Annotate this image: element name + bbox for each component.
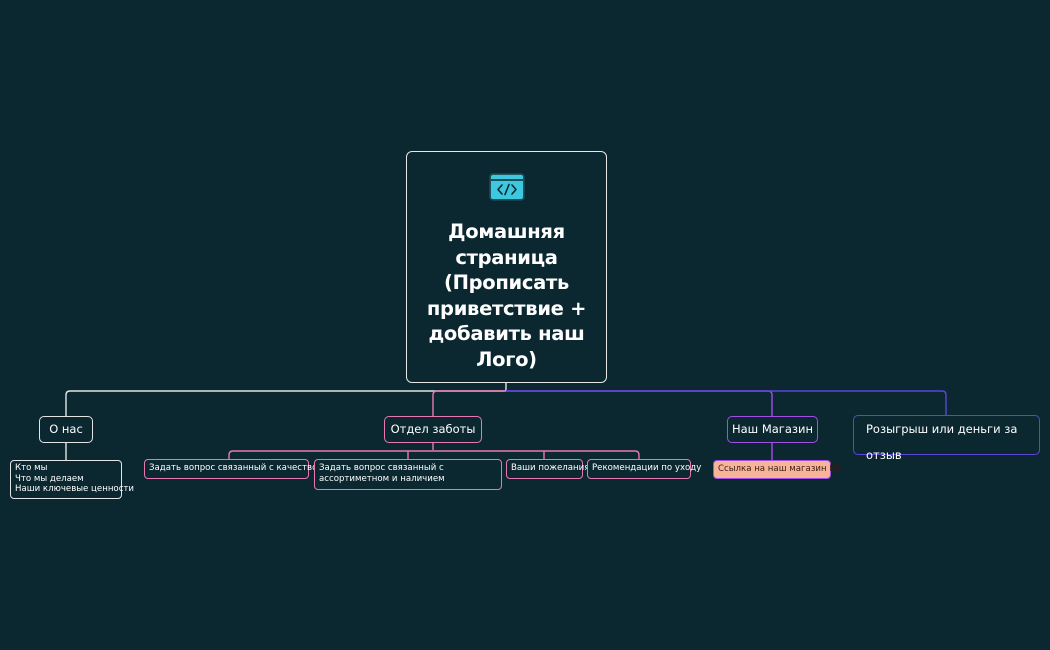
node-assortment-question[interactable]: Задать вопрос связанный с ассортиметном …: [314, 459, 502, 490]
connector-root-care: [432, 390, 506, 416]
node-about-details[interactable]: Кто мы Что мы делаем Наши ключевые ценно…: [10, 460, 135, 499]
about-line-who: Кто мы: [15, 463, 48, 473]
root-node[interactable]: Домашняя страница (Прописать приветствие…: [406, 151, 607, 383]
wishes-label: Ваши пожелания: [511, 463, 590, 473]
node-our-shop[interactable]: Наш Магазин: [727, 416, 818, 443]
node-giveaway[interactable]: Розыгрыш или деньги за отзыв: [853, 415, 1040, 462]
quality-question-label: Задать вопрос связанный с качеством: [149, 463, 324, 473]
node-shop-label: Наш Магазин: [731, 422, 814, 436]
connector-root-about: [65, 383, 507, 416]
node-about-label: О нас: [49, 422, 83, 436]
recommendations-label: Рекомендации по уходу: [592, 463, 702, 473]
connector-root-giveaway: [506, 390, 947, 415]
assortment-question-label: Задать вопрос связанный с ассортиметном …: [319, 463, 445, 484]
root-title: Домашняя страница (Прописать приветствие…: [426, 220, 587, 371]
node-care-label: Отдел заботы: [390, 422, 476, 436]
node-care-department[interactable]: Отдел заботы: [384, 416, 482, 443]
node-about[interactable]: О нас: [39, 416, 93, 443]
code-window-icon: [489, 173, 525, 201]
about-line-what: Что мы делаем: [15, 473, 84, 484]
node-care-recommendations[interactable]: Рекомендации по уходу: [587, 459, 701, 479]
node-shop-link[interactable]: Ссылка на наш магазин ВБ: [713, 460, 841, 479]
connector-care-children: [228, 443, 640, 459]
about-line-values: Наши ключевые ценности: [15, 484, 135, 494]
node-giveaway-label: Розыгрыш или деньги за отзыв: [866, 422, 1018, 462]
node-wishes[interactable]: Ваши пожелания: [506, 459, 589, 479]
shop-link-label: Ссылка на наш магазин ВБ: [718, 464, 842, 474]
node-quality-question[interactable]: Задать вопрос связанный с качеством: [144, 459, 324, 479]
connector-root-shop: [506, 390, 773, 416]
